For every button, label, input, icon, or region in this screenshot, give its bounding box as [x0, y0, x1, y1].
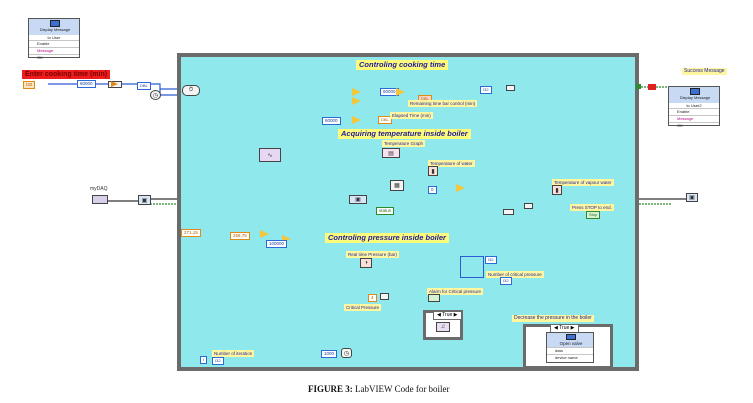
- critical-number-indicator: I32: [500, 277, 512, 285]
- iteration-indicator: I32: [212, 357, 224, 365]
- subvi-title-line1: Display Message: [39, 27, 71, 32]
- elapsed-time-label: Elapsed Time (min): [390, 112, 433, 119]
- const-60000-b[interactable]: 60000: [322, 117, 341, 125]
- scale-node: [456, 184, 465, 192]
- frame-title-pressure: Controling pressure inside boiler: [325, 233, 449, 243]
- realtime-pressure-label: Real time Pressure (bar): [346, 251, 400, 258]
- wait-ms-icon: ◷: [341, 348, 352, 358]
- pressure-const-b[interactable]: 258,75: [230, 232, 250, 240]
- shift-register-loop: [460, 256, 484, 278]
- elapsed-timer-icon: ⏱: [182, 85, 200, 96]
- pressure-subtract: [260, 230, 269, 238]
- alarm-label: Alarm for Critical pressure: [427, 288, 484, 295]
- stop-instruction-label: Press STOP to end.: [570, 204, 614, 211]
- stop-tunnel-icon: [648, 84, 656, 90]
- iteration-label: Number of iteration: [212, 350, 255, 357]
- success-message-label: Success Message: [682, 68, 727, 75]
- frame-title-cooking: Controling cooking time: [356, 60, 449, 70]
- iteration-terminal: i: [200, 356, 207, 364]
- daq-create-icon: ▣: [138, 195, 151, 205]
- subvi-header: Display Message: [29, 19, 79, 35]
- pressure-gauge-icon: ◑: [360, 258, 372, 268]
- subvi-2-row-message: Message: [669, 115, 719, 122]
- daq-clear-icon: ▣: [686, 193, 698, 202]
- subvi-2-title-line1: Display Message: [679, 95, 711, 100]
- loop-tunnel-out: [636, 84, 641, 89]
- index-const-0[interactable]: 0: [428, 186, 437, 194]
- daq-read-icon: ▣: [349, 195, 367, 204]
- water-thermometer-icon: ▮: [428, 166, 438, 176]
- water-temperature-label: Temperature of water: [428, 160, 475, 167]
- subvi-row-ok: OK: [29, 54, 79, 61]
- beep-icon: ♫: [436, 322, 450, 332]
- elapsed-time-indicator: DBL: [378, 116, 392, 124]
- alarm-case-selector[interactable]: ◀ True ▶: [433, 311, 462, 320]
- remaining-time-label: Remaining time bar control (min): [408, 100, 478, 107]
- cooking-time-control[interactable]: I32: [23, 81, 36, 89]
- cooking-time-label: Enter cooking time (min): [22, 70, 111, 79]
- daq-write-icon: [566, 334, 576, 340]
- open-valve-row-device: device name: [547, 354, 593, 361]
- divide-node-a: [352, 88, 361, 96]
- status-unbundle: status: [376, 207, 395, 215]
- cooking-i32-tag: I32: [480, 86, 492, 94]
- message-box-icon: [50, 20, 60, 27]
- subvi-2-title: Display Message: [669, 96, 721, 100]
- greater-node: [380, 293, 389, 300]
- pressure-const-c[interactable]: 100000: [266, 240, 288, 248]
- divide-node-b: [352, 97, 361, 105]
- subvi-title: Display Message: [29, 28, 81, 32]
- subvi-row-message: Message: [29, 47, 79, 54]
- pressure-multiply: [282, 235, 291, 243]
- critical-number-label: Number of critical pressure: [486, 271, 544, 278]
- open-valve-header: Open valve: [547, 333, 593, 347]
- subtract-node: [396, 88, 405, 96]
- multiply-node: [108, 81, 122, 88]
- divide-node-c: [352, 116, 361, 124]
- wait-constant[interactable]: 1000: [321, 350, 338, 358]
- open-valve-subvi[interactable]: Open valve data device name: [546, 332, 594, 363]
- stop-button[interactable]: Stop: [586, 211, 601, 219]
- decrease-pressure-label: Decrease the pressure in the boiler: [512, 315, 594, 322]
- mydaq-label: myDAQ: [90, 186, 108, 192]
- open-valve-row-data: data: [547, 347, 593, 354]
- open-valve-title: Open valve: [559, 341, 583, 346]
- temperature-graph-label: Temperature Graph: [382, 140, 426, 147]
- bool-node: [524, 203, 533, 209]
- caption-prefix: FIGURE 3:: [308, 384, 353, 394]
- mydaq-control[interactable]: [92, 195, 108, 204]
- temperature-graph-indicator: ▤: [382, 148, 400, 158]
- vapour-thermometer-icon: ▮: [552, 185, 562, 195]
- vapour-temperature-label: Temperature of vapour water: [552, 179, 614, 186]
- tunnel-dbl: DBL: [137, 82, 151, 90]
- message-box-icon: [690, 88, 700, 95]
- subvi-row-enable: Enable: [29, 40, 79, 47]
- const-4[interactable]: 4: [368, 294, 377, 302]
- critical-count-tag: I32: [485, 256, 497, 264]
- critical-pressure-label: Critical Pressure: [344, 304, 382, 311]
- figure-caption: FIGURE 3: LabVIEW Code for boiler: [308, 384, 450, 394]
- ms-constant[interactable]: 60000: [77, 80, 96, 88]
- case-true-label: True: [442, 312, 453, 318]
- tick-count-icon: ◷: [150, 90, 161, 100]
- display-message-subvi-2[interactable]: Display Message to User2 Enable Message …: [668, 86, 720, 129]
- frame-title-temperature: Acquiring temperature inside boiler: [338, 129, 471, 139]
- subvi-2-header: Display Message: [669, 87, 719, 103]
- subvi-2-row-enable: Enable: [669, 108, 719, 115]
- compare-node: [506, 85, 515, 91]
- subvi-2-title-line2: to User2: [686, 103, 702, 108]
- or-node: [503, 209, 514, 215]
- alarm-led: [428, 294, 440, 302]
- caption-text: LabVIEW Code for boiler: [352, 384, 450, 394]
- display-message-subvi[interactable]: Display Message to User Enable Message O…: [28, 18, 80, 61]
- index-array-icon: ▦: [390, 180, 404, 191]
- waveform-graph-icon: ∿: [259, 148, 281, 162]
- subvi-title-line2: to User: [47, 35, 61, 40]
- subvi-2-row-ok: OK: [669, 122, 719, 129]
- valve-case-true-label: True: [559, 325, 570, 331]
- multiply-icon: [111, 81, 118, 87]
- pressure-const-a[interactable]: 271,15: [181, 229, 201, 237]
